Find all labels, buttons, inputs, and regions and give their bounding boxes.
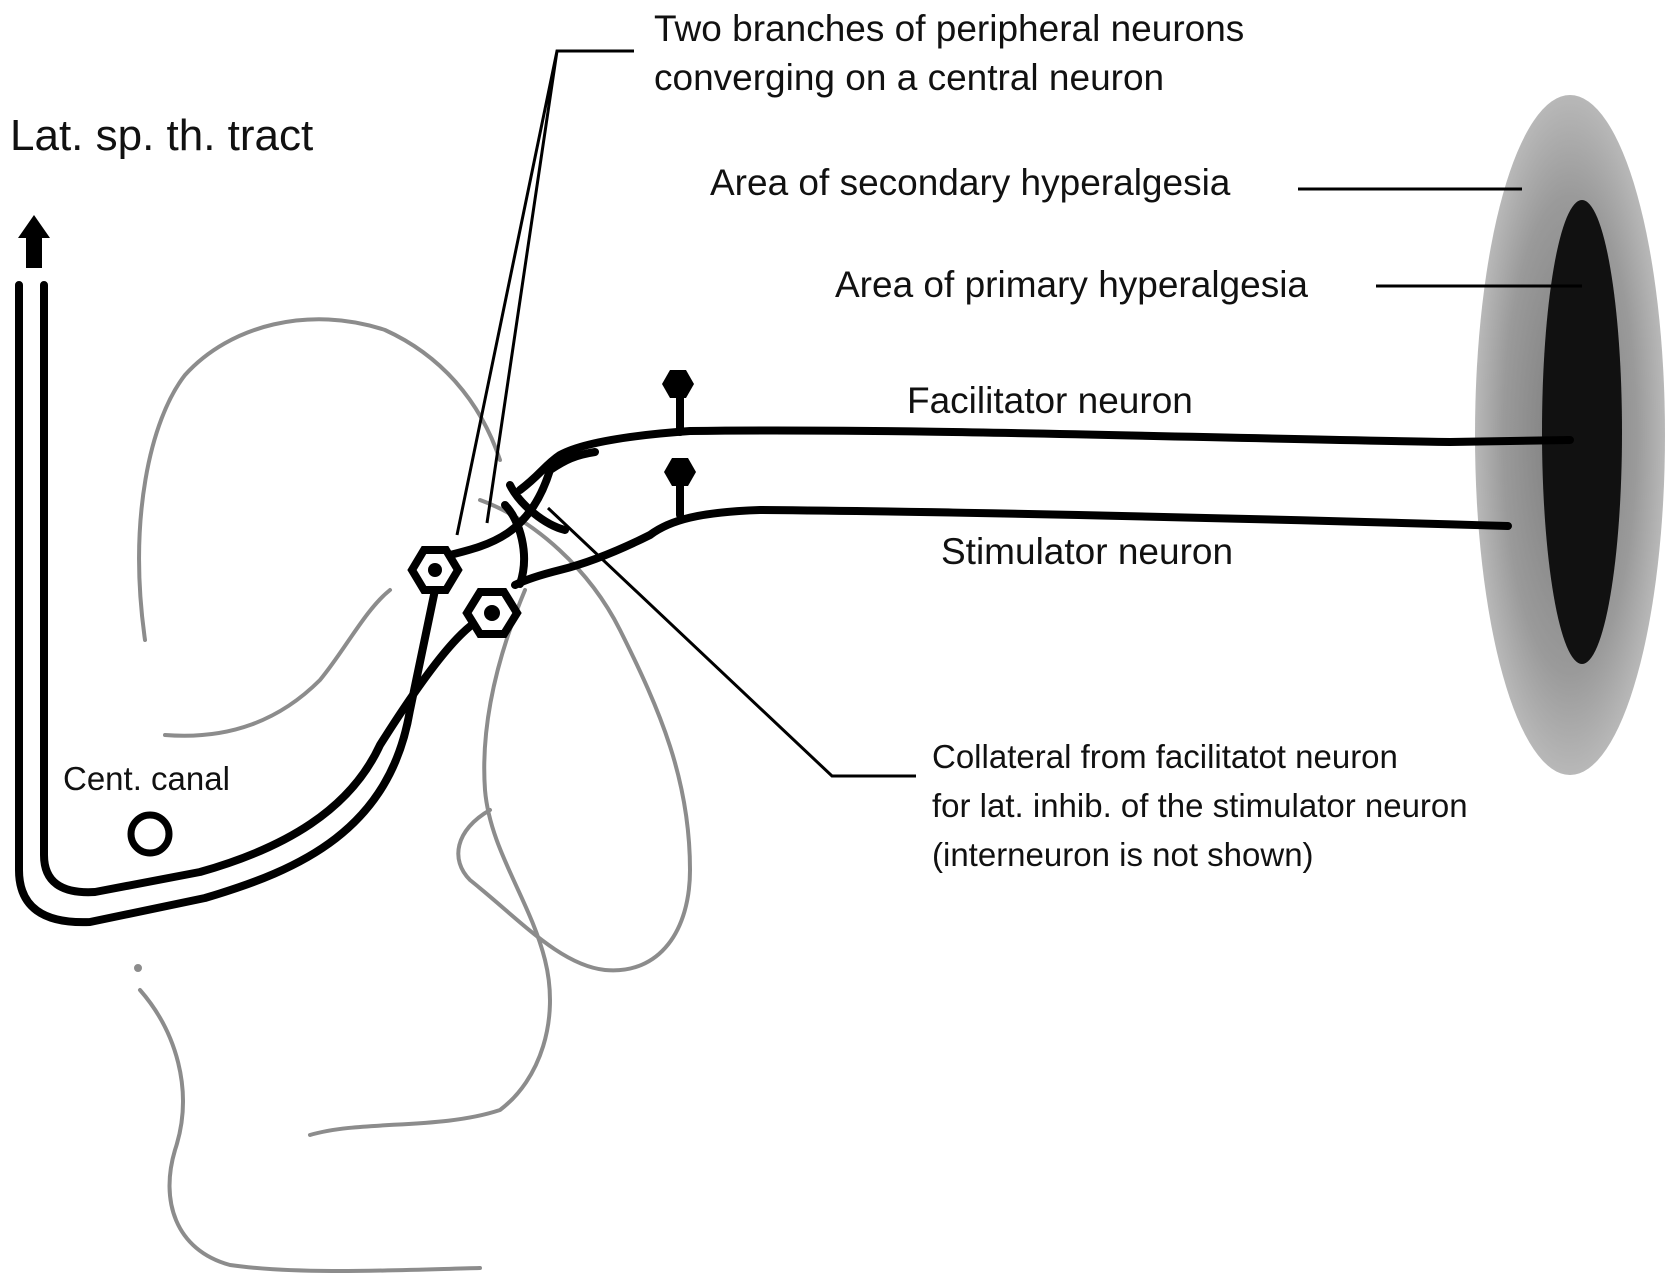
facilitator-soma-icon — [662, 370, 694, 398]
primary-hyperalgesia-area — [1542, 200, 1622, 664]
secondary-hyperalgesia-label: Area of secondary hyperalgesia — [710, 162, 1231, 203]
collateral-label-line-1: Collateral from facilitatot neuron — [932, 738, 1398, 775]
central-canal-icon — [131, 815, 169, 853]
collateral-leader — [548, 508, 916, 776]
central-canal — [131, 815, 169, 853]
primary-hyperalgesia-label: Area of primary hyperalgesia — [835, 264, 1308, 305]
tract-label: Lat. sp. th. tract — [10, 111, 313, 160]
convergence-label-line-1: Two branches of peripheral neurons — [654, 8, 1244, 49]
central-canal-label: Cent. canal — [63, 760, 230, 797]
central-neuron-2 — [467, 592, 517, 634]
stimulator-soma-icon — [664, 458, 696, 486]
cutaneous-area — [1475, 95, 1665, 775]
central-neuron-1 — [412, 550, 458, 590]
collateral-label-line-3: (interneuron is not shown) — [932, 836, 1314, 873]
ascending-arrow-icon — [18, 215, 50, 268]
stimulator-neuron-label: Stimulator neuron — [941, 531, 1233, 572]
collateral-label-line-2: for lat. inhib. of the stimulator neuron — [932, 787, 1468, 824]
convergence-label-line-2: converging on a central neuron — [654, 57, 1164, 98]
facilitator-neuron-label: Facilitator neuron — [907, 380, 1193, 421]
